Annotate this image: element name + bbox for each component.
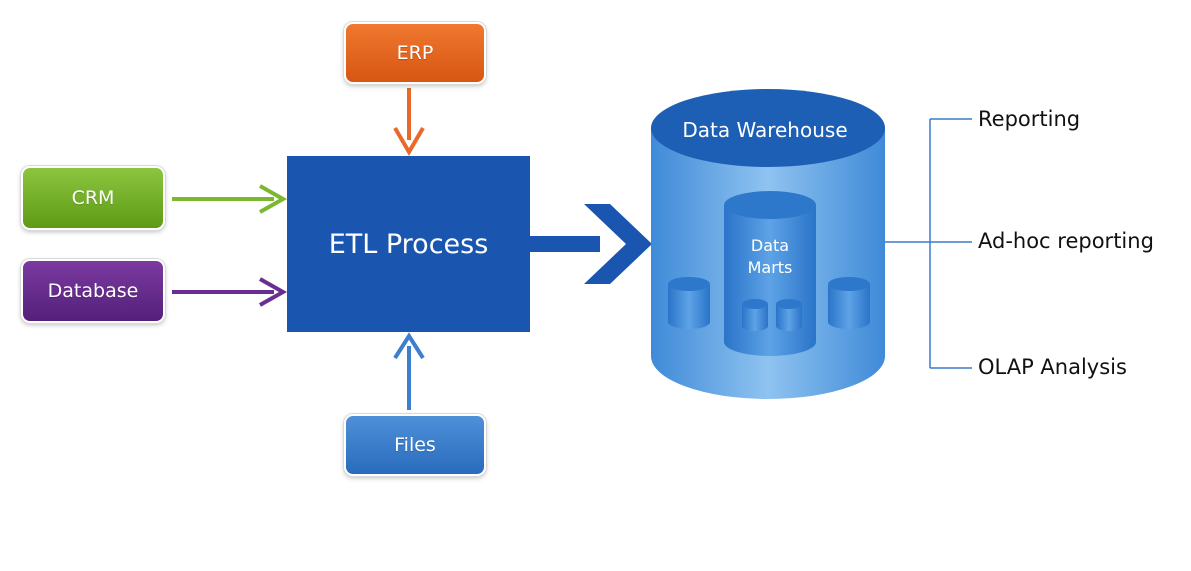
erp-label: ERP: [396, 42, 434, 64]
crm-source-box: CRM: [21, 166, 165, 230]
erp-source-box: ERP: [344, 22, 486, 84]
output-olap-analysis: OLAP Analysis: [978, 355, 1127, 379]
side-cylinder-right: [828, 277, 870, 329]
mart-cylinder-2: [776, 299, 802, 331]
files-label: Files: [394, 434, 436, 456]
crm-label: CRM: [71, 187, 115, 209]
files-source-box: Files: [344, 414, 486, 476]
crm-arrow: [172, 184, 288, 214]
mart-cylinder-1: [742, 299, 768, 331]
files-arrow: [393, 332, 425, 410]
erp-arrow: [393, 88, 425, 156]
data-warehouse-title: Data Warehouse: [682, 118, 848, 142]
output-reporting: Reporting: [978, 107, 1081, 131]
database-arrow: [172, 277, 288, 307]
data-marts-label: Data Marts: [722, 235, 818, 279]
output-connector: [885, 118, 972, 369]
etl-to-warehouse-arrow: [530, 204, 652, 284]
database-source-box: Database: [21, 259, 165, 323]
etl-process-box: ETL Process: [287, 156, 530, 332]
data-marts-line1: Data: [750, 236, 790, 255]
data-marts-line2: Marts: [747, 258, 793, 277]
output-adhoc-reporting: Ad-hoc reporting: [978, 229, 1154, 253]
etl-process-label: ETL Process: [328, 228, 489, 260]
side-cylinder-left: [668, 277, 710, 329]
database-label: Database: [47, 280, 139, 302]
